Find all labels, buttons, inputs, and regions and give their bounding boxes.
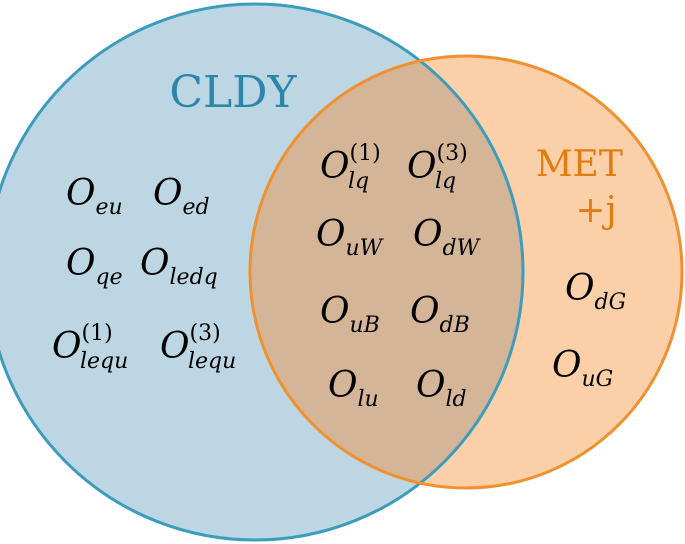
operator-subscript: lq <box>435 169 456 194</box>
operator-base: O <box>410 291 440 332</box>
operator-both-lq-1: O(1) lq <box>320 141 381 194</box>
operator-base: O <box>416 365 446 406</box>
operator-cldy-only-ledq: Oledq <box>140 243 218 290</box>
operator-subscript: dB <box>440 313 470 338</box>
operator-met-only-uG: OuG <box>552 345 613 392</box>
operator-superscript: (1) <box>350 141 381 166</box>
operator-base: O <box>66 173 96 214</box>
operator-superscript: (3) <box>437 141 468 166</box>
operator-subscript: uB <box>350 313 380 338</box>
operator-subscript: ld <box>446 387 467 412</box>
operator-subscript: uG <box>582 367 614 392</box>
operator-base: O <box>316 214 346 255</box>
operator-both-lq-3: O(3) lq <box>407 141 468 194</box>
operator-base: O <box>413 214 443 255</box>
operator-superscript: (3) <box>190 321 221 346</box>
operator-base: O <box>52 326 82 367</box>
operator-base: O <box>153 173 183 214</box>
met-label-line-1: MET <box>536 144 623 185</box>
operator-base: O <box>320 291 350 332</box>
operator-base: O <box>407 146 437 187</box>
cldy-set-edge <box>0 2 525 542</box>
met-set-label: MET +j <box>536 144 635 231</box>
operator-cldy-only-lequ-3: O(3) lequ <box>160 321 236 374</box>
cldy-set-label: CLDY <box>169 67 297 118</box>
operator-subscript: uW <box>346 236 385 261</box>
overlap-region <box>250 56 523 488</box>
operator-base: O <box>140 243 170 284</box>
operator-met-only-dG: OdG <box>565 268 626 315</box>
operator-base: O <box>552 345 582 386</box>
met-set-edge <box>248 54 684 490</box>
operator-subscript: dW <box>443 236 482 261</box>
operator-subscript: qe <box>96 265 123 290</box>
operator-both-uB: OuB <box>320 291 380 338</box>
operator-subscript: eu <box>96 195 123 220</box>
operator-subscript: lequ <box>80 349 128 374</box>
operator-cldy-only-lequ-1: O(1) lequ <box>52 321 128 374</box>
operator-both-dB: OdB <box>410 291 470 338</box>
operator-superscript: (1) <box>82 321 113 346</box>
operator-both-uW: OuW <box>316 214 385 261</box>
operator-subscript: lequ <box>188 349 236 374</box>
operator-both-lu: Olu <box>328 365 379 412</box>
operator-cldy-only-qe: Oqe <box>66 243 123 290</box>
operator-subscript: lu <box>358 387 379 412</box>
operator-cldy-only-eu: Oeu <box>66 173 123 220</box>
cldy-label-line: CLDY <box>169 67 297 118</box>
operator-base: O <box>320 146 350 187</box>
operator-base: O <box>160 326 190 367</box>
operator-base: O <box>328 365 358 406</box>
operator-subscript: dG <box>595 290 627 315</box>
operator-both-dW: OdW <box>413 214 482 261</box>
operator-both-ld: Old <box>416 365 467 412</box>
operator-base: O <box>565 268 595 309</box>
operator-subscript: lq <box>348 169 369 194</box>
operator-base: O <box>66 243 96 284</box>
operator-subscript: ed <box>183 195 210 220</box>
operator-subscript: ledq <box>170 265 218 290</box>
operator-cldy-only-ed: Oed <box>153 173 210 220</box>
met-label-line-2: +j <box>575 190 616 231</box>
